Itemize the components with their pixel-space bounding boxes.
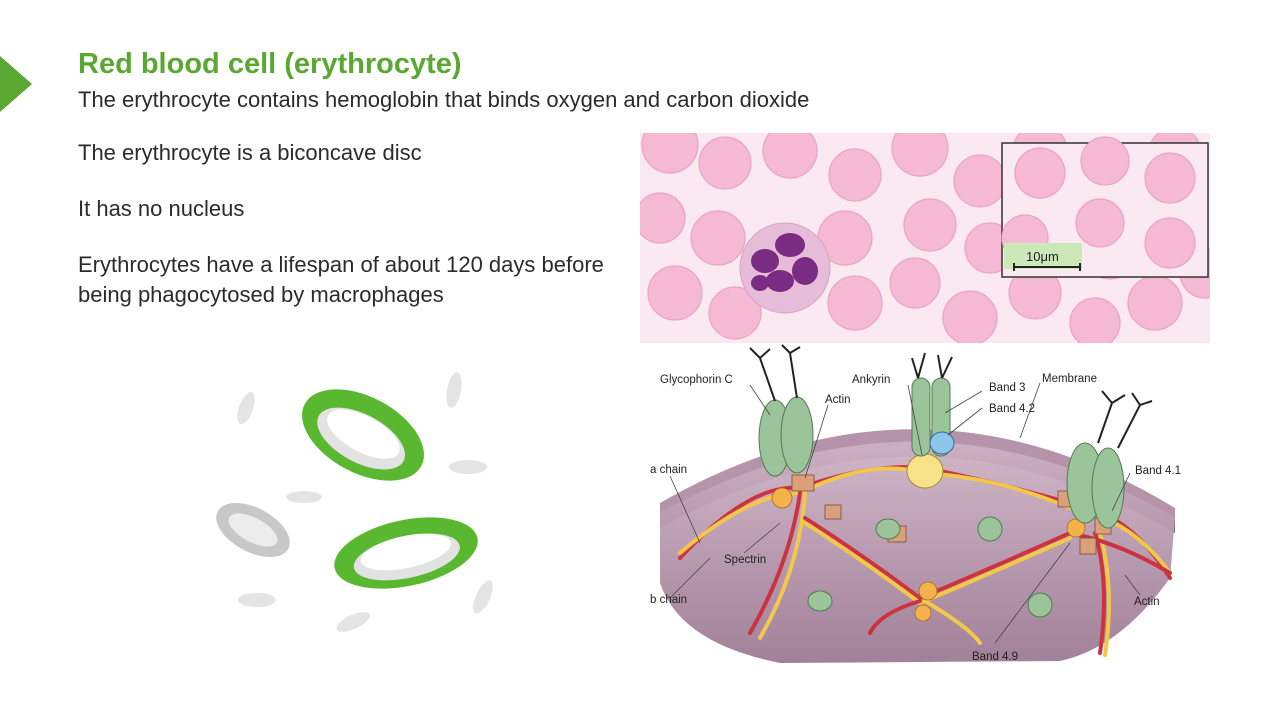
slide-arrow-marker bbox=[0, 56, 32, 112]
label-actin-bottom: Actin bbox=[1134, 596, 1160, 608]
slide-title: Red blood cell (erythrocyte) bbox=[78, 48, 462, 80]
slide-subtitle: The erythrocyte contains hemoglobin that… bbox=[78, 87, 810, 112]
green-erythrocyte-bottom bbox=[334, 517, 478, 589]
membrane-cytoskeleton-diagram: Glycophorin C Actin Ankyrin Band 3 Band … bbox=[650, 344, 1181, 663]
right-transmembrane-complex bbox=[1066, 390, 1153, 529]
erythrocyte-illustration bbox=[216, 372, 493, 632]
label-ankyrin: Ankyrin bbox=[852, 374, 890, 386]
label-band49: Band 4.9 bbox=[972, 651, 1018, 663]
label-b-chain: b chain bbox=[650, 594, 687, 606]
micrograph-inset: 10μm bbox=[1001, 136, 1209, 278]
label-membrane: Membrane bbox=[1042, 373, 1097, 385]
label-band41: Band 4.1 bbox=[1135, 465, 1181, 477]
scale-bar-label: 10μm bbox=[1026, 249, 1059, 264]
label-a-chain: a chain bbox=[650, 464, 687, 476]
blood-smear-micrograph: 10μm bbox=[640, 133, 1210, 343]
label-band42: Band 4.2 bbox=[989, 403, 1035, 415]
label-glycophorin-c: Glycophorin C bbox=[660, 374, 733, 386]
label-actin-top: Actin bbox=[825, 394, 851, 406]
neutrophil bbox=[739, 222, 831, 314]
glycophorin-c bbox=[749, 344, 814, 477]
bullet-biconcave: The erythrocyte is a biconcave disc bbox=[78, 140, 422, 165]
label-spectrin: Spectrin bbox=[724, 554, 766, 566]
bullet-no-nucleus: It has no nucleus bbox=[78, 196, 245, 221]
grey-erythrocyte bbox=[216, 502, 290, 558]
ankyrin-band3-complex bbox=[906, 352, 955, 489]
bullet-lifespan: Erythrocytes have a lifespan of about 12… bbox=[78, 252, 604, 307]
green-erythrocyte-top bbox=[302, 389, 424, 481]
label-band3: Band 3 bbox=[989, 382, 1025, 394]
scale-bar-background bbox=[1004, 243, 1082, 269]
